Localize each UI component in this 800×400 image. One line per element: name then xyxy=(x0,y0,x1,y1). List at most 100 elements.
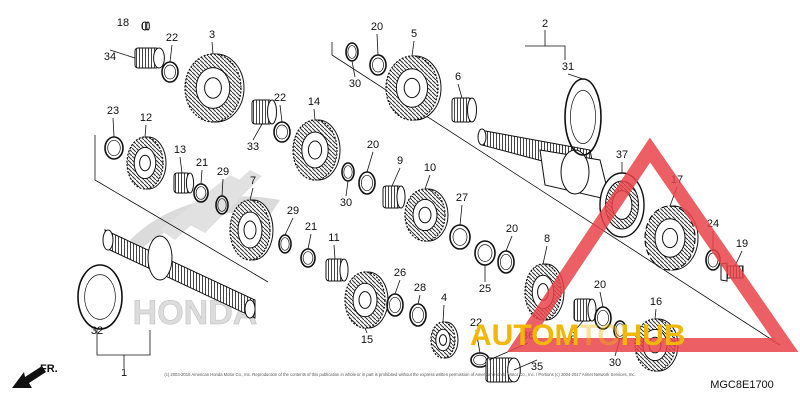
watermark-part1: AUTOM xyxy=(470,319,579,352)
callout-c1: 1 xyxy=(121,367,127,379)
part-28-ring xyxy=(409,303,427,327)
mainshaft xyxy=(477,128,611,201)
leader-c6 xyxy=(457,83,463,99)
part-23-ring xyxy=(104,136,124,160)
callout-c13: 13 xyxy=(174,144,186,156)
part-32-ring xyxy=(77,264,123,330)
callout-c7: 7 xyxy=(250,175,256,187)
part-9-bush xyxy=(382,185,406,209)
callout-c4: 4 xyxy=(441,292,447,304)
part-11-bush xyxy=(325,258,349,282)
part-20c-ring xyxy=(369,54,387,76)
leader-c33 xyxy=(252,123,263,141)
callout-c12: 12 xyxy=(140,112,152,124)
callout-c21a: 21 xyxy=(196,157,208,169)
callout-c34: 34 xyxy=(104,51,116,63)
copyright-text: (c) 2003-2018 American Honda Motor Co., … xyxy=(164,372,635,377)
part-20b-ring xyxy=(497,250,515,274)
part-10-gear xyxy=(404,188,449,242)
callout-c30b: 30 xyxy=(340,197,352,209)
part-12-gear xyxy=(126,136,167,190)
part-3-gear xyxy=(184,53,245,123)
callout-c27: 27 xyxy=(456,192,468,204)
callout-c26: 26 xyxy=(394,267,406,279)
part-15-gear xyxy=(344,271,389,329)
callout-c3: 3 xyxy=(209,29,215,41)
countershaft xyxy=(102,229,256,319)
part-25-ring xyxy=(474,240,496,266)
part-30a-ring xyxy=(345,42,359,62)
callout-c30c: 30 xyxy=(609,357,621,369)
callout-c19: 19 xyxy=(736,238,748,250)
leader-c7 xyxy=(249,187,254,201)
callout-c9: 9 xyxy=(397,155,403,167)
leader-c3 xyxy=(211,41,214,55)
callout-c32: 32 xyxy=(91,325,103,337)
part-35-bush xyxy=(485,357,521,383)
callout-c25: 25 xyxy=(479,283,491,295)
leader-c11 xyxy=(333,244,336,260)
callout-c29b: 29 xyxy=(287,205,299,217)
part-30b-ring xyxy=(341,162,355,182)
leader-c8 xyxy=(542,245,548,265)
leader-c15 xyxy=(364,327,368,334)
leader-c14 xyxy=(313,108,316,121)
callout-c22b: 22 xyxy=(274,92,286,104)
part-5-gear xyxy=(385,55,442,121)
leader-c16 xyxy=(654,308,657,320)
leader-c13 xyxy=(179,156,183,174)
watermark-triangle xyxy=(506,137,799,352)
part-4-gear xyxy=(430,321,459,359)
part-33-bush xyxy=(251,99,277,125)
callout-c29a: 29 xyxy=(217,166,229,178)
callout-c6: 6 xyxy=(455,71,461,83)
callout-c2: 2 xyxy=(542,18,548,30)
callout-c16: 16 xyxy=(650,296,662,308)
leader-c5 xyxy=(411,40,415,57)
part-18-bush xyxy=(141,21,150,31)
diagram-part-code: MGC8E1700 xyxy=(710,379,774,391)
callout-c22c: 22 xyxy=(470,317,482,329)
leader-c21b xyxy=(307,233,312,250)
leader-c30b xyxy=(345,180,349,197)
leader-c31 xyxy=(567,73,584,80)
leader-c29b xyxy=(284,217,294,236)
part-34-bush xyxy=(134,47,165,69)
part-14-gear xyxy=(292,119,341,181)
leader-c22b xyxy=(279,104,283,123)
leader-c27 xyxy=(459,204,463,226)
leader-c23 xyxy=(112,117,115,138)
callout-c33: 33 xyxy=(247,141,259,153)
part-20a-ring xyxy=(358,171,376,195)
part-17-sprocket xyxy=(644,205,699,271)
part-31-ring xyxy=(564,78,602,156)
callout-c20d: 20 xyxy=(594,279,606,291)
part-21a-ring xyxy=(193,183,209,203)
leader-c29a xyxy=(221,178,224,197)
callout-c20b: 20 xyxy=(506,223,518,235)
leader-c20c xyxy=(376,33,379,56)
callout-c5: 5 xyxy=(411,28,417,40)
part-9b-bush xyxy=(573,298,597,322)
callout-c10: 10 xyxy=(424,162,436,174)
part-21b-ring xyxy=(300,248,316,268)
part-7-gear xyxy=(229,199,274,261)
leader-c9b xyxy=(572,320,584,334)
parts-group xyxy=(77,21,744,383)
callout-c23: 23 xyxy=(107,105,119,117)
callout-c20c: 20 xyxy=(371,21,383,33)
callout-c30a: 30 xyxy=(349,78,361,90)
callout-c11: 11 xyxy=(328,232,339,244)
leader-c26 xyxy=(394,279,401,295)
leader-c4 xyxy=(442,304,445,323)
callout-c18: 18 xyxy=(117,17,129,29)
watermark-part2: TO xyxy=(579,319,620,352)
front-arrow: FR. xyxy=(12,363,58,388)
leader-c9 xyxy=(391,167,401,187)
leader-c21a xyxy=(200,169,203,185)
leader-c20b xyxy=(505,235,513,252)
callout-c8: 8 xyxy=(544,233,550,245)
part-26-ring xyxy=(386,293,404,317)
part-22a-ring xyxy=(161,61,179,83)
watermark-text: AUTOMTOHUB xyxy=(470,319,686,352)
